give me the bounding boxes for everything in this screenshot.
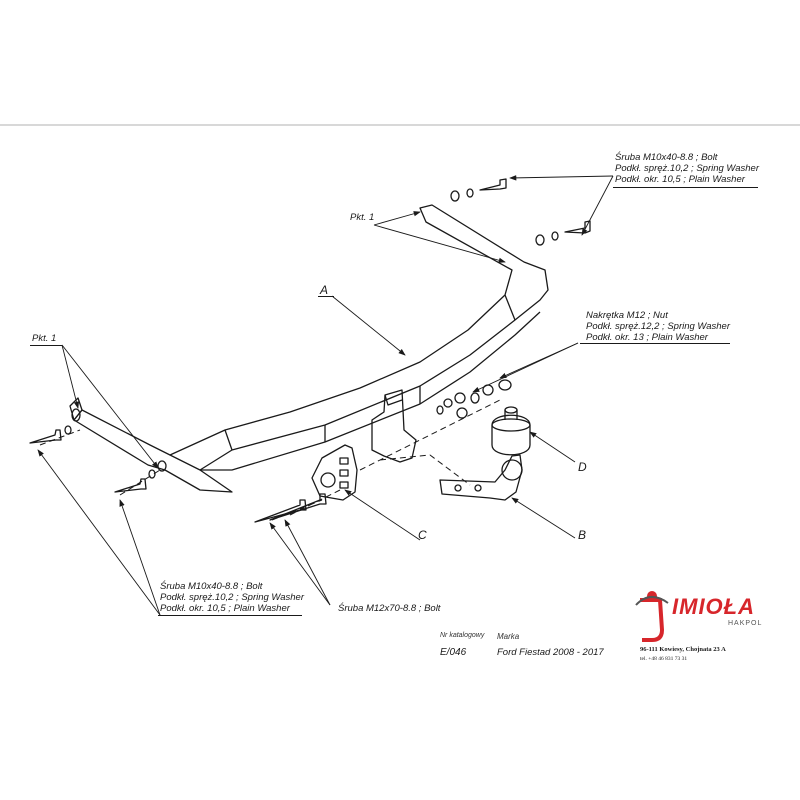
company-phone: tel. +48 46 831 73 31 bbox=[640, 656, 688, 662]
label-part-c: C bbox=[418, 528, 427, 542]
logo-wordmark: IMIOŁA bbox=[672, 594, 755, 619]
label-part-a: A bbox=[320, 283, 329, 297]
label-line: Podkł. spręż.10,2 ; Spring Washer bbox=[160, 592, 304, 603]
label-line: Podkł. okr. 10,5 ; Plain Washer bbox=[615, 174, 745, 185]
label-line: Śruba M10x40-8.8 ; Bolt bbox=[615, 152, 718, 163]
label-line: Podkł. okr. 10,5 ; Plain Washer bbox=[160, 603, 290, 614]
top-divider bbox=[0, 124, 800, 126]
logo-subtitle: HAKPOL bbox=[728, 620, 763, 627]
label-line: Nakrętka M12 ; Nut bbox=[586, 310, 668, 321]
label-part-d: D bbox=[578, 460, 587, 474]
bolt-m12-b bbox=[269, 493, 327, 521]
label-line: Podkł. spręż.12,2 ; Spring Washer bbox=[586, 321, 730, 332]
brand-caption: Marka bbox=[497, 632, 520, 641]
catalog-caption: Nr katalogowy bbox=[440, 632, 485, 639]
label-bolt-bottom: Śruba M10x40-8.8 ; Bolt Podkł. spręż.10,… bbox=[160, 581, 304, 614]
bolt-left-upper bbox=[29, 429, 62, 444]
mount-bracket bbox=[371, 389, 417, 463]
label-line: Podkł. okr. 13 ; Plain Washer bbox=[586, 332, 708, 343]
crossbar-a bbox=[73, 204, 549, 493]
label-part-b: B bbox=[578, 528, 587, 542]
ball-cover-d bbox=[491, 414, 531, 456]
catalog-number: E/046 bbox=[440, 647, 467, 658]
label-bolt-m12: Śruba M12x70-8.8 ; Bolt bbox=[338, 603, 441, 614]
label-bolt-top: Śruba M10x40-8.8 ; Bolt Podkł. spręż.10,… bbox=[615, 152, 759, 185]
underline bbox=[613, 187, 758, 188]
underline bbox=[580, 343, 730, 344]
underline bbox=[158, 615, 302, 616]
underline bbox=[318, 296, 334, 297]
label-pkt-top: Pkt. 1 bbox=[350, 212, 375, 223]
label-line: Śruba M10x40-8.8 ; Bolt bbox=[160, 581, 263, 592]
label-pkt-left: Pkt. 1 bbox=[32, 333, 57, 344]
bolt-left-lower bbox=[114, 478, 147, 493]
label-nut-right: Nakrętka M12 ; Nut Podkł. spręż.12,2 ; S… bbox=[586, 310, 730, 343]
underline bbox=[30, 345, 62, 346]
brand-value: Ford Fiestad 2008 - 2017 bbox=[497, 647, 604, 658]
bolt-top-upper bbox=[479, 178, 507, 191]
company-address: 96-111 Kowiesy, Chojnata 23 A bbox=[640, 646, 726, 653]
ball-neck-b bbox=[439, 454, 523, 501]
mount-plate-c bbox=[311, 444, 358, 501]
label-line: Podkł. spręż.10,2 ; Spring Washer bbox=[615, 163, 759, 174]
imiola-logo-mark bbox=[635, 591, 669, 642]
